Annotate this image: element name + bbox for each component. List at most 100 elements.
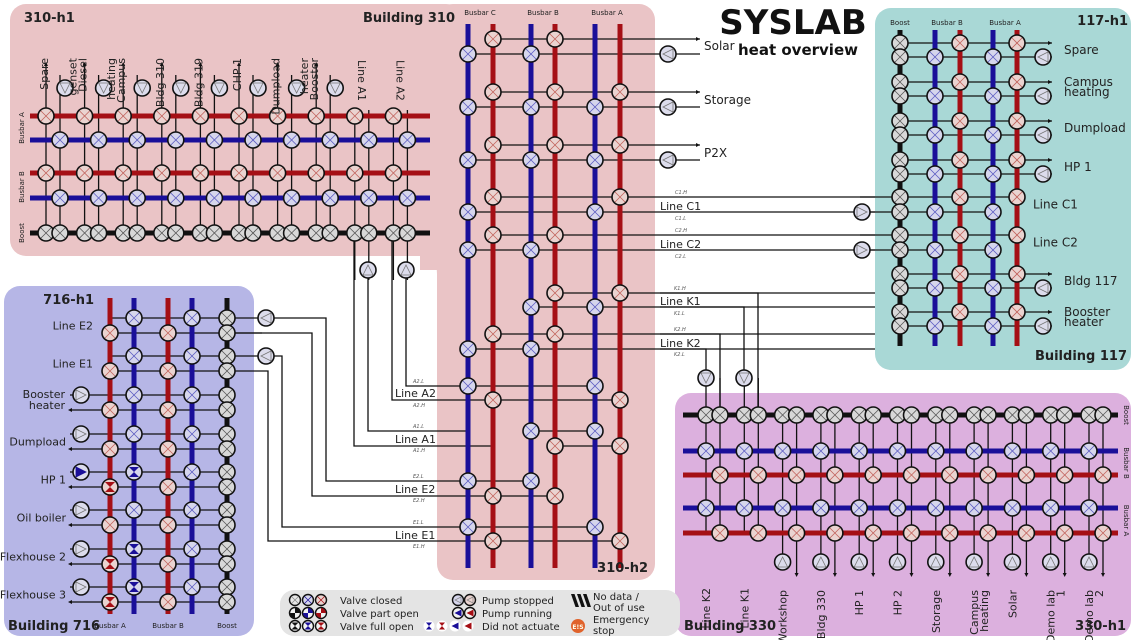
valve-boost[interactable] [128, 224, 146, 242]
valve-hot[interactable] [101, 440, 119, 458]
valve-hot[interactable] [1008, 303, 1026, 321]
valve-hot[interactable] [1008, 151, 1026, 169]
valve-cold[interactable] [183, 501, 201, 519]
valve-cold[interactable] [205, 131, 224, 149]
valve-cold[interactable] [984, 203, 1002, 221]
valve-cold[interactable] [965, 499, 983, 517]
valve-cold[interactable] [183, 386, 201, 404]
valve-boost[interactable] [218, 440, 236, 458]
valve-hot[interactable] [384, 107, 403, 125]
valve-cold[interactable] [1003, 442, 1022, 460]
valve-cold[interactable] [128, 189, 146, 207]
valve-cold[interactable] [586, 98, 604, 116]
valve-boost[interactable] [891, 226, 909, 244]
valve-hot[interactable] [864, 466, 883, 484]
valve-cold[interactable] [926, 87, 944, 105]
valve-hot[interactable] [611, 83, 629, 101]
pump-demo-lab-2[interactable] [1080, 553, 1098, 571]
valve-hot[interactable] [1055, 524, 1074, 542]
valve-cold[interactable] [586, 151, 604, 169]
valve-cold[interactable] [984, 279, 1002, 297]
valve-hot[interactable] [611, 284, 629, 302]
valve-boost[interactable] [749, 406, 768, 424]
valve-hot[interactable] [940, 524, 959, 542]
pump-booster-heater[interactable] [326, 79, 345, 97]
pump-campus-heating[interactable] [1034, 87, 1052, 105]
valve-hot[interactable] [1017, 466, 1036, 484]
valve-cold[interactable] [522, 472, 540, 490]
valve-cold[interactable] [125, 425, 143, 443]
valve-cold[interactable] [183, 463, 201, 481]
valve-boost[interactable] [218, 309, 236, 327]
pump-line-e2[interactable] [257, 309, 275, 327]
valve-cold[interactable] [244, 189, 262, 207]
valve-cold[interactable] [359, 131, 378, 149]
valve-boost[interactable] [891, 317, 909, 335]
valve-hot[interactable] [546, 30, 564, 48]
valve-cold[interactable] [359, 189, 378, 207]
pump-bldg-330[interactable] [812, 553, 830, 571]
valve-cold[interactable] [459, 340, 477, 358]
valve-hot[interactable] [268, 164, 287, 182]
pump-spare[interactable] [1034, 48, 1052, 66]
valve-cold[interactable] [282, 189, 301, 207]
valve-hot[interactable] [153, 164, 171, 182]
valve-boost[interactable] [384, 224, 403, 242]
valve-cold[interactable] [183, 425, 201, 443]
valve-cold[interactable] [984, 87, 1002, 105]
valve-hot[interactable] [1017, 524, 1036, 542]
valve-boost[interactable] [244, 224, 262, 242]
valve-cold[interactable] [586, 298, 604, 316]
valve-cold[interactable] [926, 126, 944, 144]
valve-cold[interactable] [586, 518, 604, 536]
valve-hot[interactable] [114, 164, 132, 182]
valve-cold[interactable] [697, 442, 715, 460]
pump-dumpload[interactable] [1034, 126, 1052, 144]
valve-hot[interactable] [484, 532, 502, 550]
valve-cold[interactable] [459, 45, 477, 63]
valve-hot[interactable] [546, 437, 564, 455]
valve-hot[interactable] [1094, 524, 1112, 542]
valve-cold[interactable] [183, 309, 201, 327]
valve-cold[interactable] [697, 499, 715, 517]
valve-cold[interactable] [926, 317, 944, 335]
valve-cold[interactable] [926, 442, 945, 460]
valve-boost[interactable] [965, 406, 983, 424]
pump-campus-heating[interactable] [965, 553, 983, 571]
valve-cold[interactable] [459, 472, 477, 490]
valve-cold[interactable] [125, 540, 143, 558]
valve-cold[interactable] [398, 189, 417, 207]
valve-hot[interactable] [611, 391, 629, 409]
valve-boost[interactable] [891, 48, 909, 66]
valve-hot[interactable] [191, 164, 210, 182]
valve-hot[interactable] [546, 226, 564, 244]
valve-hot[interactable] [101, 324, 119, 342]
pump-demo-lab-1[interactable] [1041, 553, 1060, 571]
valve-boost[interactable] [218, 463, 236, 481]
valve-cold[interactable] [926, 279, 944, 297]
pump-storage[interactable] [659, 98, 677, 116]
pump-flexhouse-3[interactable] [72, 578, 90, 596]
valve-cold[interactable] [773, 442, 792, 460]
pump-bldg-310[interactable] [172, 79, 190, 97]
valve-cold[interactable] [965, 442, 983, 460]
valve-boost[interactable] [891, 188, 909, 206]
valve-hot[interactable] [611, 437, 629, 455]
valve-boost[interactable] [1094, 406, 1112, 424]
valve-boost[interactable] [787, 406, 806, 424]
valve-cold[interactable] [735, 442, 754, 460]
valve-hot[interactable] [951, 112, 969, 130]
pump-line-e1[interactable] [257, 347, 275, 365]
valve-boost[interactable] [1080, 406, 1098, 424]
valve-hot[interactable] [484, 487, 502, 505]
valve-hot[interactable] [230, 164, 248, 182]
valve-hot[interactable] [37, 164, 55, 182]
valve-cold[interactable] [735, 499, 754, 517]
valve-cold[interactable] [1041, 499, 1060, 517]
valve-cold[interactable] [51, 189, 69, 207]
valve-hot[interactable] [384, 164, 403, 182]
valve-hot[interactable] [1094, 466, 1112, 484]
valve-hot[interactable] [749, 524, 768, 542]
valve-hot[interactable] [1008, 226, 1026, 244]
valve-cold[interactable] [926, 241, 944, 259]
